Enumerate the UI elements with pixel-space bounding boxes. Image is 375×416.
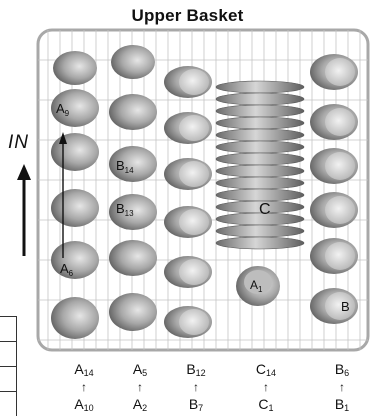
mug-column-a-left <box>51 51 99 339</box>
loading-sequence-arrow <box>59 132 67 258</box>
callout-b: B <box>341 299 350 314</box>
mug-column-a-right <box>109 45 157 331</box>
mug-a1 <box>236 266 280 306</box>
up-arrow-icon: ↑ <box>193 380 199 394</box>
in-direction-label: IN <box>8 132 29 153</box>
up-arrow-icon: ↑ <box>339 380 345 394</box>
diagram-title: Upper Basket <box>131 6 244 25</box>
callout-b14: B14 <box>116 158 134 175</box>
callout-b13: B13 <box>116 201 134 218</box>
up-arrow-icon: ↑ <box>81 380 87 394</box>
callout-a6: A6 <box>60 261 74 278</box>
callout-a9: A9 <box>56 101 70 118</box>
up-arrow-icon: ↑ <box>263 380 269 394</box>
callout-a1: A1 <box>250 278 263 294</box>
callout-c: C <box>259 201 271 218</box>
up-arrow-icon: ↑ <box>137 380 143 394</box>
in-direction-arrow <box>17 164 31 256</box>
plate-stack-c <box>215 80 305 250</box>
glass-column-b-right <box>310 54 358 324</box>
glass-column-b-left <box>164 66 212 338</box>
table-edge <box>0 316 17 416</box>
